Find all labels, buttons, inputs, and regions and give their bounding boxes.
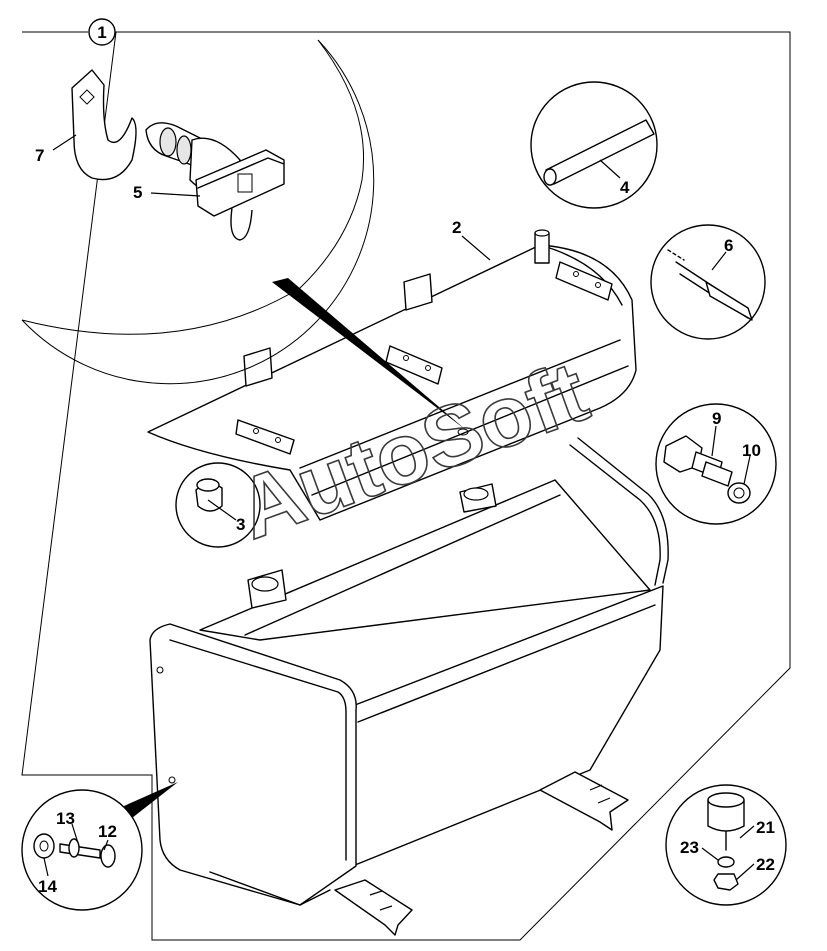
detail-3-bumper (175, 462, 261, 548)
callout-12: 12 (98, 822, 117, 841)
lock-detail (21, 39, 375, 385)
callout-4: 4 (620, 178, 630, 197)
callout-1: 1 (88, 18, 116, 46)
callout-9: 9 (712, 409, 721, 428)
callout-22: 22 (756, 855, 775, 874)
callout-21: 21 (756, 818, 775, 837)
detail-pointer (272, 278, 466, 430)
callout-7: 7 (35, 146, 44, 165)
callout-labels: 2 3 4 5 6 7 9 10 12 13 14 21 22 23 (35, 146, 775, 896)
callout-2: 2 (452, 218, 461, 237)
callout-1-label: 1 (97, 23, 106, 42)
detail-6-seal (650, 224, 766, 340)
glovebox-lid (147, 229, 637, 521)
detail-pointer-washer (124, 782, 178, 818)
detail-4-rod (530, 81, 658, 209)
detail-12-13-14-screw (21, 789, 143, 911)
detail-9-10-fasteners (655, 403, 777, 525)
callout-5: 5 (133, 183, 142, 202)
callout-6: 6 (724, 236, 733, 255)
callout-23: 23 (680, 838, 699, 857)
leader-lines (43, 134, 755, 881)
callout-13: 13 (56, 809, 75, 828)
assembly-boundary (21, 31, 791, 941)
callout-10: 10 (742, 441, 761, 460)
glovebox-tray (149, 437, 669, 936)
callout-14: 14 (38, 877, 57, 896)
callout-3: 3 (236, 515, 245, 534)
detail-21-22-23-buffer (665, 784, 787, 906)
